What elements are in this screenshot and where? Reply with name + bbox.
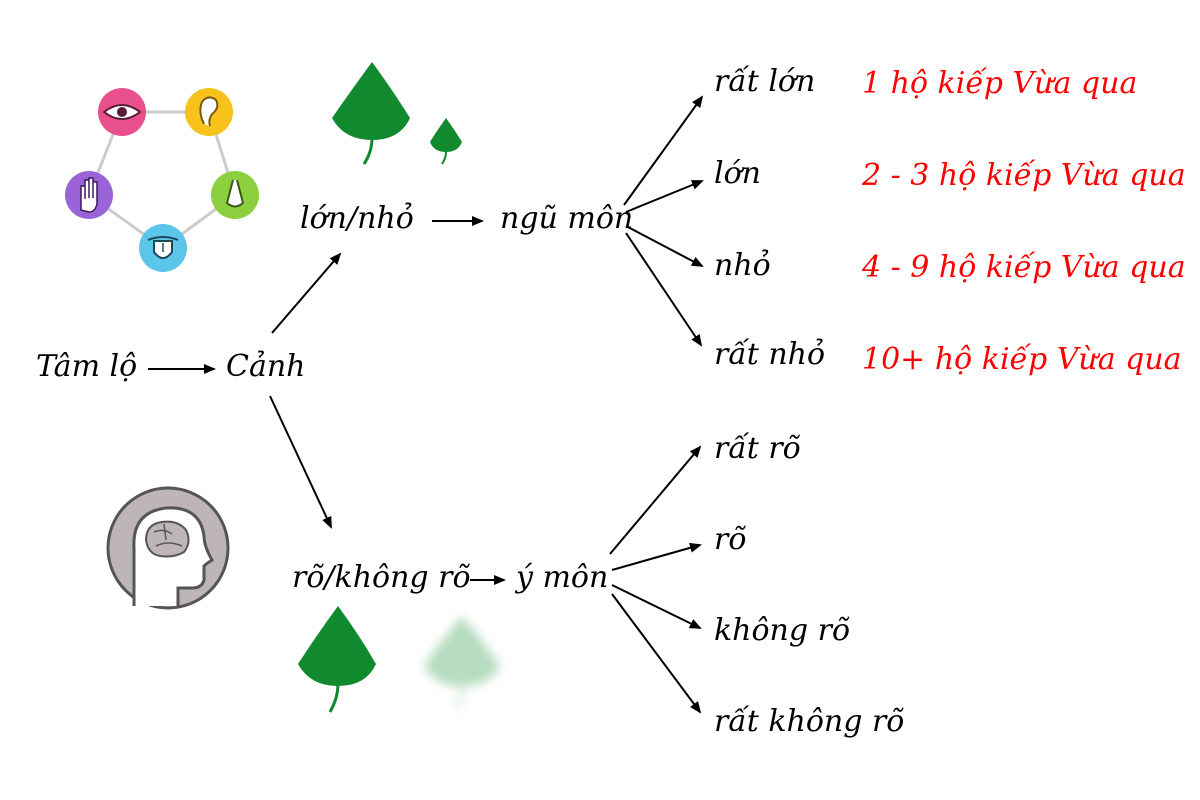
- node-five-door: ngũ môn: [500, 201, 633, 236]
- arrow-five-door-very-large: [623, 95, 704, 206]
- clear-leaf-shape: [298, 606, 376, 686]
- mind-door-level: không rõ: [714, 613, 850, 648]
- blurred-leaf-icon: [424, 616, 500, 709]
- arrow-mind-door-clear: [611, 542, 702, 571]
- arrow-five-door-very-small: [625, 232, 703, 347]
- five-door-level: lớn: [714, 156, 761, 191]
- five-door-level: rất lớn: [714, 64, 815, 99]
- arrow-mind-door-unclear: [611, 584, 702, 629]
- arrow-object-to-clarity: [269, 395, 332, 529]
- nose-icon: [211, 171, 259, 219]
- hand-icon: [65, 171, 113, 219]
- five-senses-icon: [65, 88, 259, 272]
- five-door-level: rất nhỏ: [714, 337, 825, 372]
- arrow-object-to-size: [271, 252, 342, 334]
- large-leaf-stem: [362, 137, 374, 165]
- blurred-leaf-shape: [424, 616, 500, 686]
- node-size-branch: lớn/nhỏ: [300, 201, 414, 236]
- tongue-icon: [139, 224, 187, 272]
- node-object: Cảnh: [226, 349, 305, 384]
- small-leaf-shape: [430, 118, 462, 152]
- clear-leaf-icon: [298, 606, 376, 713]
- duration-label: 10+ hộ kiếp Vừa qua: [862, 342, 1182, 377]
- small-leaf-stem: [441, 151, 447, 165]
- mind-door-level: rất không rõ: [714, 704, 904, 739]
- duration-label: 1 hộ kiếp Vừa qua: [862, 66, 1137, 101]
- node-clarity-branch: rõ/không rõ: [292, 560, 471, 595]
- arrow-mind-door-very-unclear: [611, 593, 702, 714]
- mind-door-level: rất rõ: [714, 431, 801, 466]
- large-leaf-shape: [332, 62, 410, 140]
- arrow-mind-door-very-clear: [609, 445, 702, 555]
- blurred-leaf-stem: [454, 685, 464, 709]
- mind-door-level: rõ: [714, 522, 746, 557]
- duration-label: 4 - 9 hộ kiếp Vừa qua: [861, 250, 1186, 285]
- five-door-level: nhỏ: [714, 248, 771, 283]
- arrow-five-door-small: [625, 225, 704, 267]
- head-brain-icon: [106, 486, 230, 610]
- duration-label: 2 - 3 hộ kiếp Vừa qua: [861, 158, 1186, 193]
- large-leaf-icon: [332, 62, 410, 165]
- eye-icon: [98, 88, 146, 136]
- edges: [148, 95, 704, 714]
- node-root: Tâm lộ: [36, 349, 137, 384]
- small-leaf-icon: [430, 118, 462, 165]
- clear-leaf-stem: [328, 683, 340, 713]
- ear-icon: [185, 88, 233, 136]
- arrow-five-door-large: [625, 180, 704, 213]
- node-mind-door: ý môn: [514, 560, 608, 595]
